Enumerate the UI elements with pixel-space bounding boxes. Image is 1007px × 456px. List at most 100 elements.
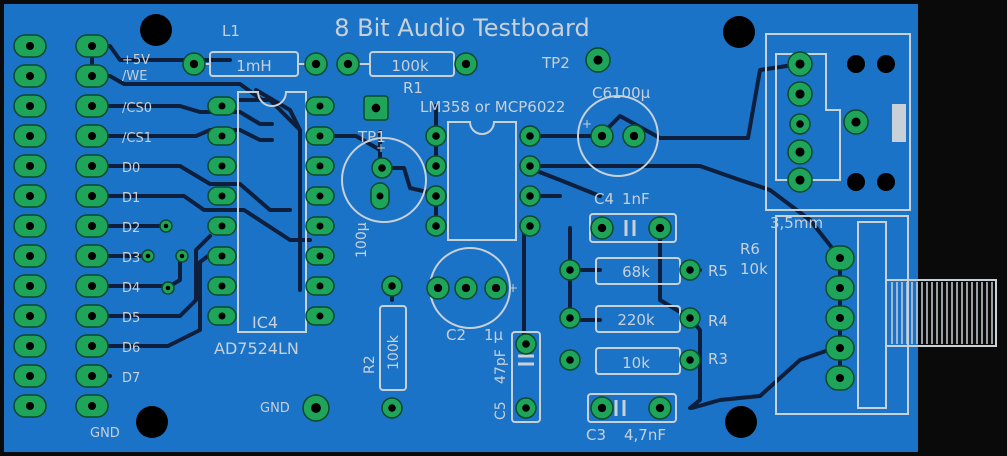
connector-pad-6 [843, 109, 869, 135]
ic4-value-label: AD7524LN [214, 339, 299, 358]
mounting-hole-tl [140, 14, 172, 46]
c1-pad-plus-drill [378, 164, 386, 172]
ic4-pin-right-5 [305, 216, 335, 236]
header-pin-drill [88, 402, 96, 410]
header-pin-label: D6 [122, 341, 140, 356]
ic4-pin-left-4-drill [218, 192, 226, 200]
header-pin-label: /CS0 [122, 101, 152, 116]
r3-value-label: 10k [622, 354, 650, 372]
c4-pad-1-drill [597, 223, 607, 233]
via-3 [161, 281, 175, 295]
c2-pad-2 [454, 276, 478, 300]
ic4-pin-right-7 [305, 276, 335, 296]
header-pin-b-12 [75, 394, 109, 418]
connector-outline [765, 33, 911, 211]
r5-ref-label: R5 [708, 262, 728, 280]
header-pin-drill [26, 252, 34, 260]
header-pin-b-3 [75, 124, 109, 148]
header-pin-drill [88, 312, 96, 320]
header-pin-label: D1 [122, 191, 140, 206]
c2-pad-1 [426, 276, 450, 300]
connector-pad-2 [787, 81, 813, 107]
c4-outline [589, 213, 677, 243]
c2-pad-1-drill [433, 283, 443, 293]
via-0 [159, 219, 173, 233]
c6-pad-plus [590, 124, 614, 148]
ic4-pin-left-5-drill [218, 222, 226, 230]
r4-pad-1 [559, 307, 581, 329]
opamp-pin-right-2-drill [526, 162, 534, 170]
ic4-pin-left-8-drill [218, 312, 226, 320]
ic4-pin-left-7-drill [218, 282, 226, 290]
ic4-pin-left-2-drill [218, 132, 226, 140]
jack-pin-drill [836, 314, 844, 322]
header-pin-b-7 [75, 244, 109, 268]
ic4-outline [237, 91, 307, 333]
tp2-pad-drill [593, 55, 603, 65]
r3-pad-1 [559, 349, 581, 371]
header-pin-label: +5V [122, 53, 150, 68]
c1-pad-minus-drill [376, 192, 384, 200]
header-pin-drill [26, 282, 34, 290]
ic4-pin-right-1-drill [316, 102, 324, 110]
jack-pin-2 [825, 275, 855, 301]
r2-pad-1-drill [388, 282, 396, 290]
opamp-pin-right-4-drill [526, 222, 534, 230]
c5-pad-1 [515, 333, 537, 355]
jack-value-label: 3,5mm [770, 214, 823, 232]
tp1-ref-label: TP1 [357, 128, 386, 146]
opamp-pin-right-2 [519, 155, 541, 177]
header-pin-drill [88, 222, 96, 230]
opamp-outline [447, 121, 517, 241]
header-pin-a-12 [13, 394, 47, 418]
audio-jack: 3,5mm [770, 214, 997, 415]
ic4-ref-label: IC4 [252, 313, 278, 332]
board-title: 8 Bit Audio Testboard [334, 14, 589, 42]
r5-pad-2 [679, 259, 701, 281]
r3-pad-2 [679, 349, 701, 371]
gnd-pad-label: GND [260, 401, 290, 416]
header-pin-a-1 [13, 64, 47, 88]
ic4-pin-right-8-drill [316, 312, 324, 320]
c4-pad-1 [590, 216, 614, 240]
c6-pad-plus-drill [597, 131, 607, 141]
header-pin-a-0 [13, 34, 47, 58]
gnd-pad [302, 394, 330, 422]
ic4-pin-right-4 [305, 186, 335, 206]
header-pin-a-5 [13, 184, 47, 208]
gnd-pad-drill [311, 403, 321, 413]
mounting-holes [136, 14, 757, 438]
header-pin-label: D2 [122, 221, 140, 236]
r5-value-label: 68k [622, 263, 650, 281]
ic4-pin-left-3-drill [218, 162, 226, 170]
c5-ref-label: C5 [493, 401, 509, 420]
r4-value-label: 220k [617, 311, 655, 329]
ic4-pin-left-6-drill [218, 252, 226, 260]
header-pin-drill [26, 402, 34, 410]
jack-pin-4 [825, 335, 855, 361]
resistor-r5: 68k R5 [595, 257, 728, 285]
connector-hole-2 [847, 173, 865, 191]
c5-value-label: 47pF [493, 349, 509, 384]
header-pin-label: D5 [122, 311, 140, 326]
connector-pad-2-drill [795, 89, 805, 99]
header-pin-b-2 [75, 94, 109, 118]
opamp-pin-left-2-drill [432, 162, 440, 170]
r4-pad-2 [679, 307, 701, 329]
c2-pad-3-drill [491, 283, 501, 293]
opamp-pin-left-1-drill [432, 132, 440, 140]
c1-pad-plus [371, 157, 393, 179]
header-pin-b-6 [75, 214, 109, 238]
pads [141, 47, 895, 422]
l1-ref-label: L1 [222, 22, 240, 40]
jack-pin-drill [836, 344, 844, 352]
via-2-drill [179, 253, 185, 259]
r2-body [379, 305, 407, 391]
r4-pad-1-drill [566, 314, 574, 322]
l1-pad-2 [304, 52, 328, 76]
header-pin-drill [88, 132, 96, 140]
ic4-pin-left-4 [207, 186, 237, 206]
opamp-pin-left-4-drill [432, 222, 440, 230]
